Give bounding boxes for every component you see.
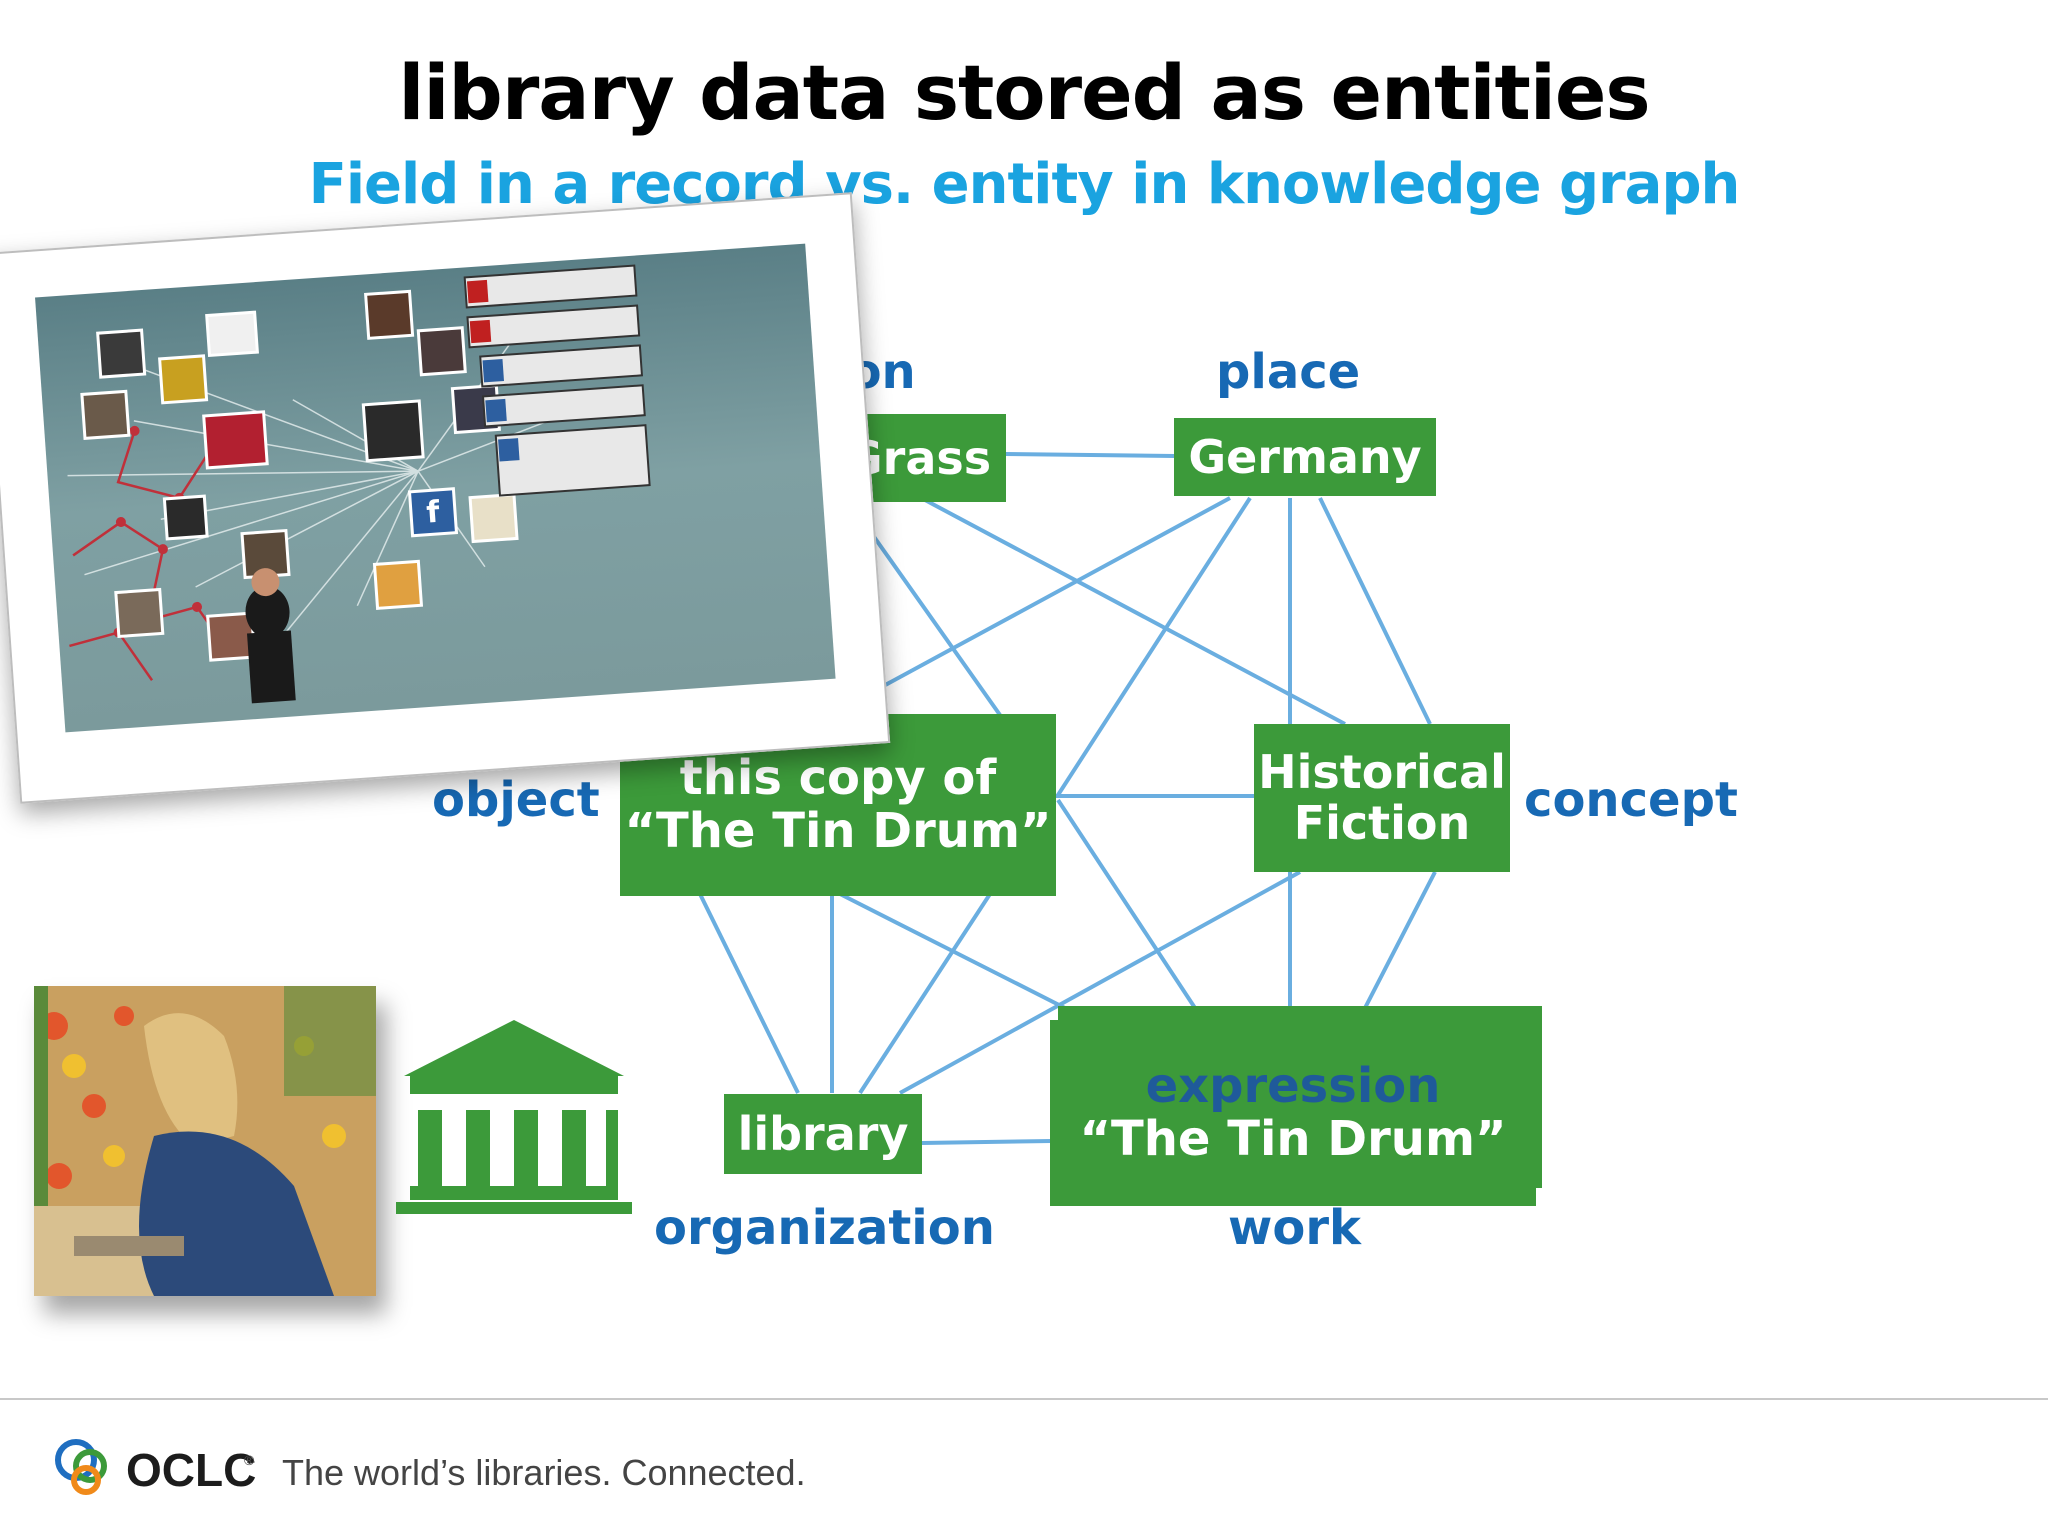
- oclc-brand: OCLC: [126, 1444, 257, 1496]
- node-expression: expression “The Tin Drum”: [1050, 1020, 1536, 1206]
- knowledge-graph-photo: f: [0, 192, 891, 804]
- category-concept: concept: [1524, 772, 1738, 828]
- student-photo-illustration: [34, 986, 376, 1296]
- bank-building-icon: [396, 1020, 632, 1214]
- category-object: object: [432, 772, 600, 828]
- student-photo: [34, 986, 376, 1296]
- category-organization: organization: [654, 1200, 995, 1256]
- node-historical-fiction: Historical Fiction: [1254, 724, 1510, 872]
- footer-divider: [0, 1398, 2048, 1400]
- node-historical-line1: Historical: [1258, 745, 1506, 800]
- node-library: library: [724, 1094, 922, 1174]
- slide-subtitle: Field in a record vs. entity in knowledg…: [308, 152, 1741, 217]
- photo-graph-illustration: f: [67, 264, 651, 704]
- node-copy-line1: this copy of: [679, 750, 997, 807]
- node-library-label: library: [737, 1106, 909, 1161]
- category-work: work: [1228, 1200, 1361, 1256]
- node-expression-line2: “The Tin Drum”: [1079, 1111, 1507, 1167]
- node-copy-line2: “The Tin Drum”: [624, 803, 1052, 859]
- photo-content: f: [35, 243, 836, 733]
- slide-title: library data stored as entities: [398, 48, 1650, 137]
- node-historical-line2: Fiction: [1293, 796, 1471, 850]
- category-place: place: [1216, 344, 1361, 400]
- footer-tagline: The world’s libraries. Connected.: [282, 1452, 806, 1493]
- oclc-rings-logo: [55, 1439, 107, 1495]
- oclc-trademark: ®: [244, 1452, 255, 1468]
- node-expression-line1: expression: [1145, 1058, 1441, 1115]
- node-germany-label: Germany: [1188, 429, 1422, 484]
- node-germany: Germany: [1174, 418, 1436, 496]
- svg-text:f: f: [425, 495, 441, 531]
